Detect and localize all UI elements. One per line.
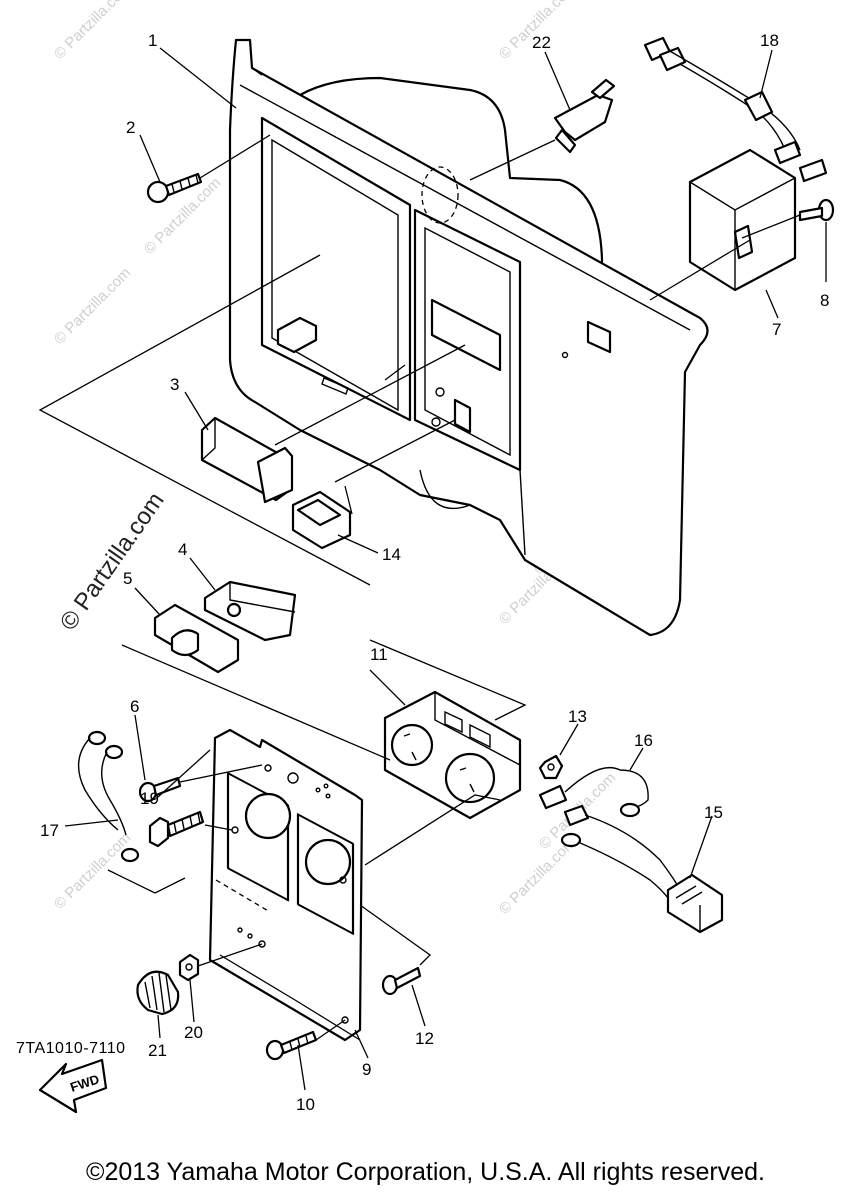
callout-labels: 1 2 3 4 5 6 7 8 9 10 11 12 13 14 15 16 1… bbox=[40, 31, 829, 1114]
screw-10 bbox=[265, 1030, 318, 1061]
callout-7: 7 bbox=[772, 320, 781, 339]
receptacle bbox=[383, 690, 522, 820]
knob-21 bbox=[136, 970, 180, 1016]
reference-code: 7TA1010-7110 bbox=[16, 1040, 126, 1057]
parts-diagram: © Partzilla.com © Partzilla.com © Partzi… bbox=[38, 0, 835, 1114]
callout-15: 15 bbox=[704, 803, 723, 822]
watermark: © Partzilla.com bbox=[51, 829, 134, 912]
ground-wire-17 bbox=[77, 730, 140, 863]
callout-4: 4 bbox=[178, 540, 187, 559]
exploded-view-drawing: © Partzilla.com © Partzilla.com © Partzi… bbox=[38, 0, 835, 1114]
switch-part bbox=[203, 580, 297, 642]
leader-lines bbox=[38, 47, 827, 1091]
copyright-notice: ©2013 Yamaha Motor Corporation, U.S.A. A… bbox=[86, 1158, 765, 1186]
callout-6: 6 bbox=[130, 697, 139, 716]
watermark: © Partzilla.com bbox=[51, 0, 134, 63]
rocker-switch bbox=[291, 490, 352, 550]
callout-17: 17 bbox=[40, 821, 59, 840]
callout-1: 1 bbox=[148, 31, 157, 50]
callout-12: 12 bbox=[415, 1029, 434, 1048]
callout-19: 19 bbox=[140, 789, 159, 808]
screw-8 bbox=[798, 198, 835, 222]
callout-13: 13 bbox=[568, 707, 587, 726]
cover-part bbox=[200, 416, 294, 504]
clip-part bbox=[553, 78, 616, 154]
callout-20: 20 bbox=[184, 1023, 203, 1042]
watermark: © Partzilla.com bbox=[496, 0, 579, 63]
callout-21: 21 bbox=[148, 1041, 167, 1060]
button-base bbox=[153, 603, 240, 674]
fwd-arrow-icon: FWD bbox=[38, 1058, 108, 1114]
watermark: © Partzilla.com bbox=[496, 834, 579, 917]
callout-9: 9 bbox=[362, 1060, 371, 1079]
callout-18: 18 bbox=[760, 31, 779, 50]
nut-13 bbox=[538, 754, 564, 780]
wire-harness-15 bbox=[560, 804, 724, 934]
callout-16: 16 bbox=[634, 731, 653, 750]
nut-20 bbox=[178, 953, 200, 982]
lead-wire-16 bbox=[538, 766, 649, 818]
bolt-19 bbox=[148, 810, 205, 848]
watermark: © Partzilla.com bbox=[51, 264, 134, 347]
callout-3: 3 bbox=[170, 375, 179, 394]
front-panel-plate bbox=[208, 728, 364, 1042]
screw-12 bbox=[381, 966, 422, 996]
wire-lead bbox=[643, 36, 828, 183]
callout-5: 5 bbox=[123, 569, 132, 588]
callout-14: 14 bbox=[382, 545, 401, 564]
callout-2: 2 bbox=[126, 118, 135, 137]
watermark: © Partzilla.com bbox=[55, 487, 170, 635]
screw-2 bbox=[146, 172, 203, 204]
box-component bbox=[688, 148, 797, 292]
callout-10: 10 bbox=[296, 1095, 315, 1114]
control-panel-housing bbox=[228, 38, 709, 637]
callout-11: 11 bbox=[370, 645, 388, 664]
callout-8: 8 bbox=[820, 291, 829, 310]
callout-22: 22 bbox=[532, 33, 551, 52]
